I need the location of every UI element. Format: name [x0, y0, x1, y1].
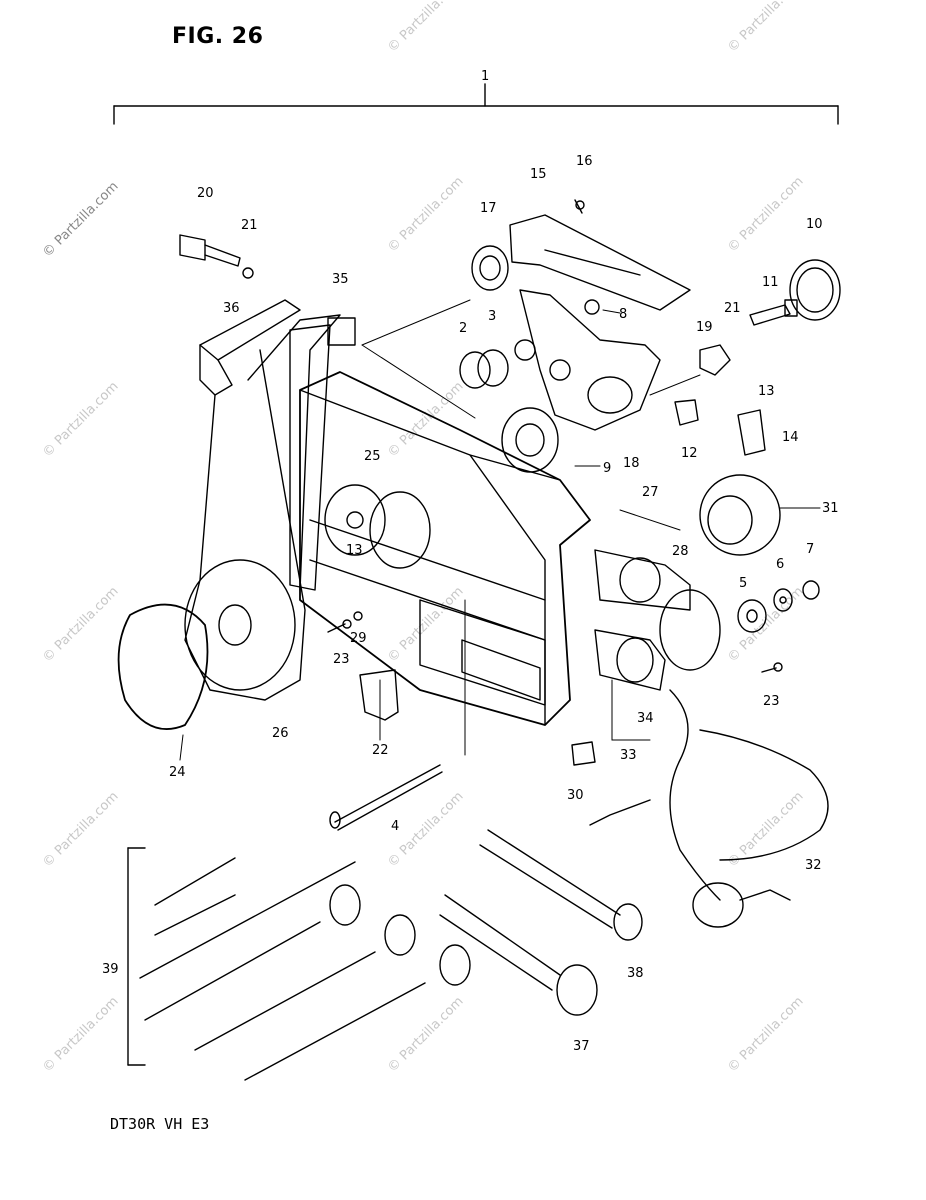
callout-21: 21	[241, 218, 258, 233]
switch-28	[594, 549, 691, 611]
control-lever	[184, 299, 341, 701]
callout-23: 23	[333, 652, 350, 667]
callout-19: 19	[696, 320, 713, 335]
tie-straps-39	[139, 857, 471, 1081]
callout-5: 5	[739, 576, 747, 591]
clip-12	[674, 399, 699, 426]
bolt-11	[749, 299, 798, 326]
callout-29: 29	[350, 631, 367, 646]
callout-26: 26	[272, 726, 289, 741]
lever-bracket-35	[289, 317, 356, 591]
model-code: DT30R VH E3	[110, 1115, 210, 1133]
wiring-harness-32	[589, 689, 829, 928]
callout-11: 11	[762, 275, 779, 290]
callout-8: 8	[619, 307, 627, 322]
callout-15: 15	[530, 167, 547, 182]
connector-30	[571, 741, 596, 766]
spacer-5	[737, 599, 767, 633]
callout-34: 34	[637, 711, 654, 726]
callout-35: 35	[332, 272, 349, 287]
gear-25	[324, 484, 431, 569]
callout-21b: 21	[724, 301, 741, 316]
assembly-bracket	[113, 83, 839, 125]
nut-7	[802, 580, 820, 600]
washer-17	[471, 245, 509, 291]
collar-2-3	[459, 349, 509, 389]
screw-23	[327, 619, 352, 633]
callout-1: 1	[481, 69, 489, 84]
callout-28: 28	[672, 544, 689, 559]
bracket-22	[359, 669, 399, 721]
callout-6: 6	[776, 557, 784, 572]
buzzer-31	[699, 474, 781, 556]
callout-18: 18	[623, 456, 640, 471]
callout-25: 25	[364, 449, 381, 464]
callout-24: 24	[169, 765, 186, 780]
ring-10	[789, 259, 841, 321]
callout-2: 2	[459, 321, 467, 336]
control-box-housing	[299, 371, 591, 726]
washer-29	[353, 611, 363, 621]
callout-9: 9	[603, 461, 611, 476]
screw-23-right	[761, 662, 783, 673]
clip-19	[699, 344, 731, 376]
callout-7: 7	[806, 542, 814, 557]
callout-12: 12	[681, 446, 698, 461]
bracket-39	[127, 847, 146, 1066]
callout-22: 22	[372, 743, 389, 758]
callout-39: 39	[102, 962, 119, 977]
switch-33	[594, 629, 666, 691]
callout-27: 27	[642, 485, 659, 500]
callout-31: 31	[822, 501, 839, 516]
callout-10: 10	[806, 217, 823, 232]
callout-numbers: 1 2 3 4 5 6 7 8 9 10 11 12 13 14 15 16 1…	[102, 69, 839, 1054]
screw-20	[179, 234, 254, 279]
callout-14: 14	[782, 430, 799, 445]
callout-36: 36	[223, 301, 240, 316]
switch-14	[737, 409, 766, 456]
callout-13: 13	[758, 384, 775, 399]
bracket-15	[509, 199, 691, 311]
wire-ring-34	[659, 589, 721, 671]
leader-lines	[179, 299, 821, 761]
callout-23b: 23	[763, 694, 780, 709]
link-plate-18	[501, 289, 661, 473]
cable-37	[439, 894, 598, 1016]
figure-title: FIG. 26	[172, 24, 264, 49]
cover-24	[117, 603, 209, 730]
callout-32: 32	[805, 858, 822, 873]
callout-17: 17	[480, 201, 497, 216]
callout-4: 4	[391, 819, 399, 834]
callout-3: 3	[488, 309, 496, 324]
callout-16: 16	[576, 154, 593, 169]
callout-38: 38	[627, 966, 644, 981]
callout-30: 30	[567, 788, 584, 803]
washer-6	[773, 588, 793, 612]
bolt-4	[329, 764, 443, 831]
callout-33: 33	[620, 748, 637, 763]
callout-13b: 13	[346, 543, 363, 558]
callout-37: 37	[573, 1039, 590, 1054]
cable-38	[479, 829, 643, 941]
callout-20: 20	[197, 186, 214, 201]
